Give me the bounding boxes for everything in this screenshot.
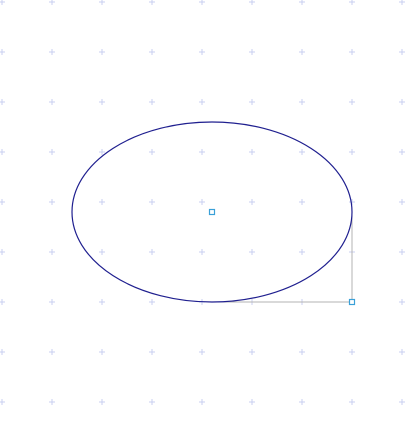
selection-guides	[212, 212, 353, 303]
center-handle[interactable]	[208, 208, 216, 216]
resize-handle[interactable]	[348, 298, 356, 306]
ellipse-shape[interactable]	[71, 121, 353, 303]
grid-crosses	[0, 0, 405, 405]
